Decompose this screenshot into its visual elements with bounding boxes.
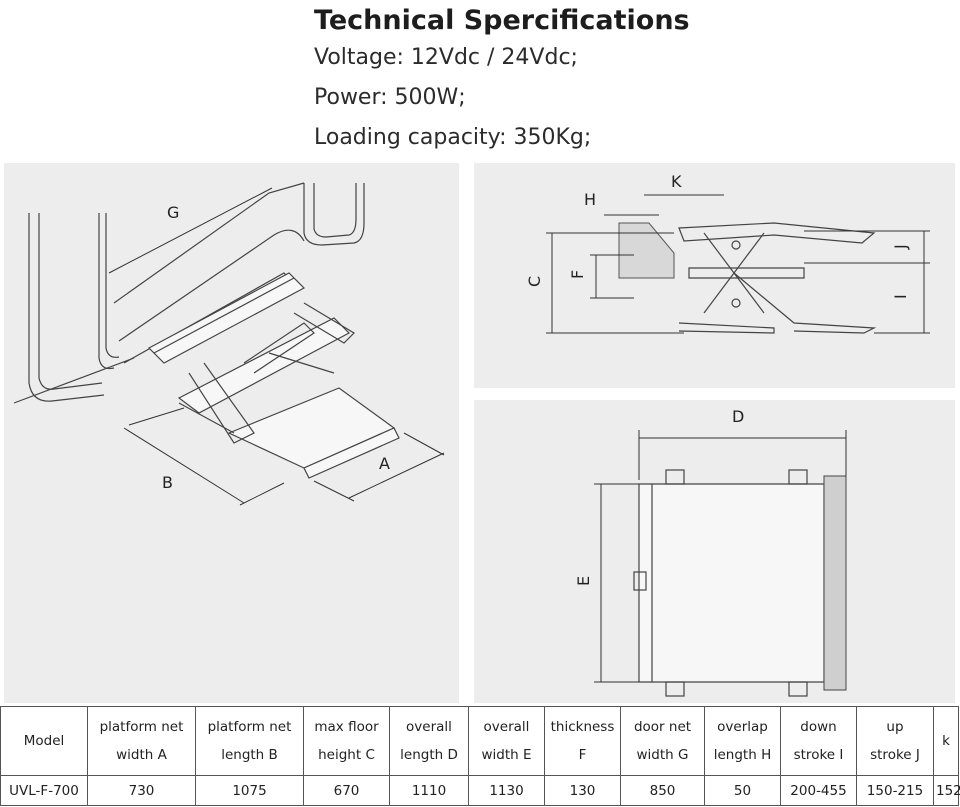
table-cell: 150-215 xyxy=(856,775,934,806)
label-i: I xyxy=(891,294,910,299)
table-cell: 152 xyxy=(933,775,960,806)
spec-capacity: Loading capacity: 350Kg; xyxy=(314,125,592,150)
label-j: J xyxy=(891,244,910,250)
label-k: K xyxy=(671,172,682,191)
table-cell: 850 xyxy=(620,775,705,806)
table-cell: 730 xyxy=(87,775,196,806)
table-cell: UVL-F-700 xyxy=(0,775,88,806)
isometric-drawing: G B A xyxy=(4,163,459,703)
table-cell: 670 xyxy=(303,775,390,806)
isometric-svg: G B A xyxy=(13,182,445,506)
top-view-svg: D E xyxy=(574,407,847,697)
label-d: D xyxy=(732,407,744,426)
side-view-svg: C F H K J I xyxy=(525,172,930,334)
spec-power: Power: 500W; xyxy=(314,85,466,110)
label-b: B xyxy=(162,473,173,492)
table-cell: 1075 xyxy=(195,775,304,806)
spec-header: Technical Spercifications Voltage: 12Vdc… xyxy=(314,0,690,158)
header-cell: k xyxy=(933,706,959,776)
label-f: F xyxy=(568,270,587,279)
top-view-drawing: D E xyxy=(474,400,955,703)
label-c: C xyxy=(525,276,544,287)
table-cell: 1110 xyxy=(389,775,469,806)
side-view-drawing: C F H K J I xyxy=(474,163,955,388)
label-a: A xyxy=(379,454,390,473)
label-e: E xyxy=(574,576,593,586)
header-cell: Model xyxy=(0,706,88,776)
table-cell: 50 xyxy=(704,775,781,806)
label-g: G xyxy=(167,203,179,222)
table-cell: 1130 xyxy=(468,775,545,806)
table-row: UVL-F-700 730 1075 670 1110 1130 130 850… xyxy=(0,775,960,806)
table-cell: 130 xyxy=(544,775,621,806)
page-title: Technical Spercifications xyxy=(314,5,690,36)
table-cell: 200-455 xyxy=(780,775,857,806)
spec-voltage: Voltage: 12Vdc / 24Vdc; xyxy=(314,45,578,70)
label-h: H xyxy=(584,190,596,209)
